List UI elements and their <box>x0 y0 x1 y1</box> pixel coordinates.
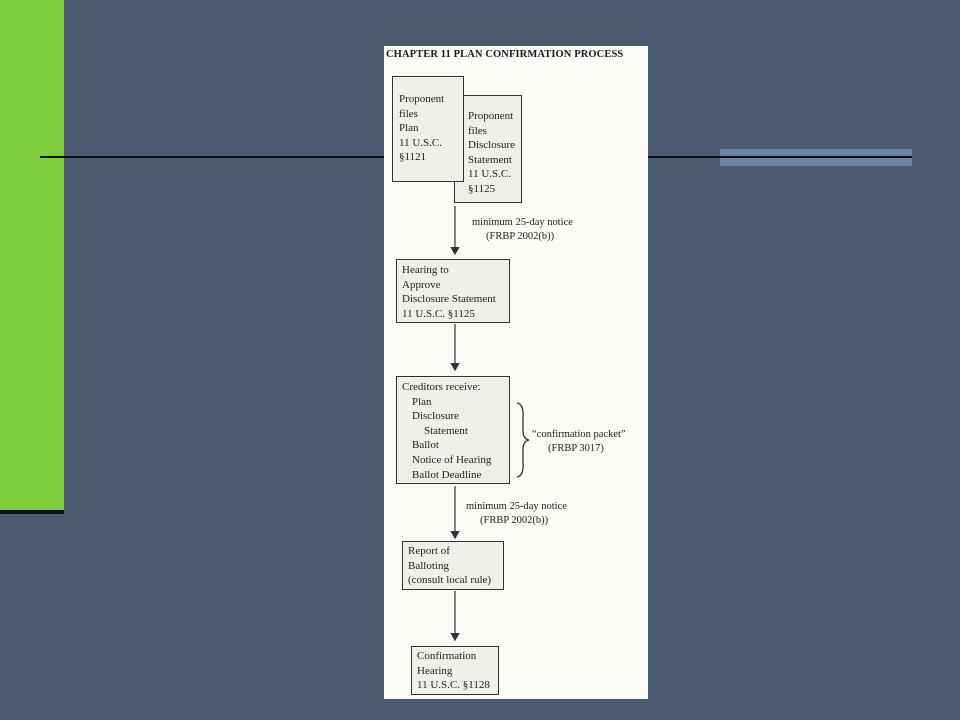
confirmation-packet-note: “confirmation packet” (FRBP 3017) <box>532 429 626 454</box>
flowchart-title: CHAPTER 11 PLAN CONFIRMATION PROCESS <box>386 49 624 60</box>
box-report-balloting: Report of Balloting (consult local rule) <box>402 541 504 590</box>
notice-note-1: minimum 25-day notice (FRBP 2002(b)) <box>472 217 573 242</box>
title-rule-accent-line <box>720 156 912 158</box>
flowchart-document: CHAPTER 11 PLAN CONFIRMATION PROCESS Pro… <box>384 46 648 699</box>
brace <box>516 402 530 478</box>
box-creditors-receive: Creditors receive: Plan Disclosure State… <box>396 376 510 484</box>
box-confirmation-hearing: Confirmation Hearing 11 U.S.C. §1128 <box>411 646 499 695</box>
box-hearing-disclosure: Hearing to Approve Disclosure Statement … <box>396 259 510 323</box>
box-disclosure-statement: Proponent files Disclosure Statement 11 … <box>454 95 522 203</box>
box-plan: Proponent files Plan 11 U.S.C. §1121 <box>392 76 464 182</box>
accent-sidebar <box>0 0 64 512</box>
accent-sidebar-underline <box>0 510 64 514</box>
flowchart-connectors <box>450 206 530 642</box>
notice-note-2: minimum 25-day notice (FRBP 2002(b)) <box>466 501 567 526</box>
